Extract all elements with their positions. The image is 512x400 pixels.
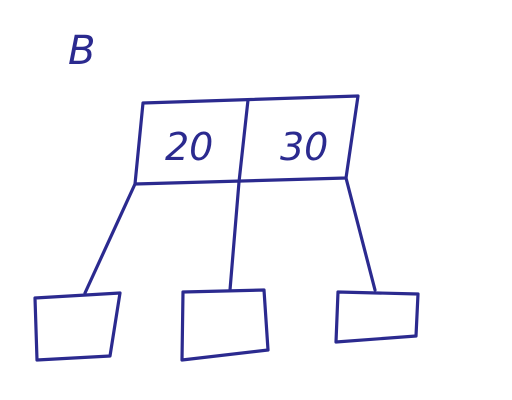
root-key-1: 20 (165, 125, 213, 169)
child-node-right-box (334, 290, 420, 344)
child-node-left (33, 291, 122, 362)
child-node-right (334, 290, 420, 344)
child-node-middle (180, 288, 270, 362)
child-node-middle-box (180, 288, 270, 362)
pointer-middle (228, 180, 241, 292)
diagram-label: B (68, 28, 95, 74)
root-key-2: 30 (280, 125, 328, 169)
root-node-divider (237, 98, 250, 184)
child-node-left-box (33, 291, 122, 362)
pointer-left (83, 182, 137, 295)
root-node: 20 30 (133, 94, 360, 186)
pointer-right (344, 176, 377, 292)
pointer-lines (83, 176, 377, 295)
